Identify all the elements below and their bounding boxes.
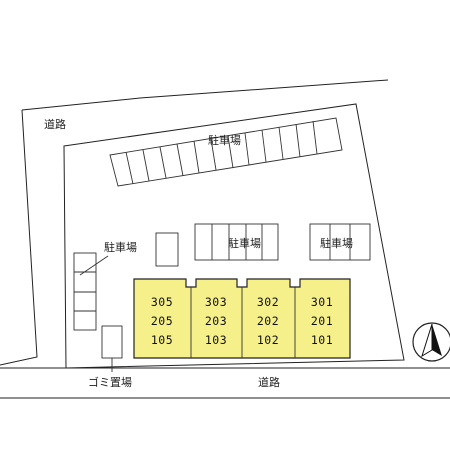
- road-label-left: 道路: [44, 117, 66, 131]
- parking-label-center: 駐車場: [228, 236, 261, 250]
- unit-301-column: 301 201 101: [311, 295, 333, 347]
- building: [133, 278, 351, 359]
- garbage-label: ゴミ置場: [88, 375, 132, 389]
- room-number: 105: [151, 333, 173, 347]
- room-number: 203: [205, 314, 227, 328]
- unit-303-column: 303 203 103: [205, 295, 227, 347]
- unit-302-column: 302 202 102: [257, 295, 279, 347]
- room-number: 301: [311, 295, 333, 309]
- room-number: 302: [257, 295, 279, 309]
- site-boundary: [63, 103, 405, 369]
- room-number: 101: [311, 333, 333, 347]
- parking-top: [109, 117, 343, 187]
- parking-right: [309, 223, 371, 261]
- north-arrow-icon: [412, 322, 450, 362]
- parking-label-right: 駐車場: [320, 236, 353, 250]
- room-number: 303: [205, 295, 227, 309]
- room-number: 205: [151, 314, 173, 328]
- road-label-bottom: 道路: [258, 375, 280, 389]
- small-structure: [155, 232, 179, 267]
- parking-label-top: 駐車場: [208, 133, 241, 147]
- parking-label-left: 駐車場: [104, 240, 137, 254]
- room-number: 103: [205, 333, 227, 347]
- room-number: 202: [257, 314, 279, 328]
- parking-left: [73, 252, 109, 331]
- parking-center: [194, 223, 279, 261]
- garbage-area: [101, 325, 123, 372]
- room-number: 305: [151, 295, 173, 309]
- room-number: 102: [257, 333, 279, 347]
- unit-305-column: 305 205 105: [151, 295, 173, 347]
- room-number: 201: [311, 314, 333, 328]
